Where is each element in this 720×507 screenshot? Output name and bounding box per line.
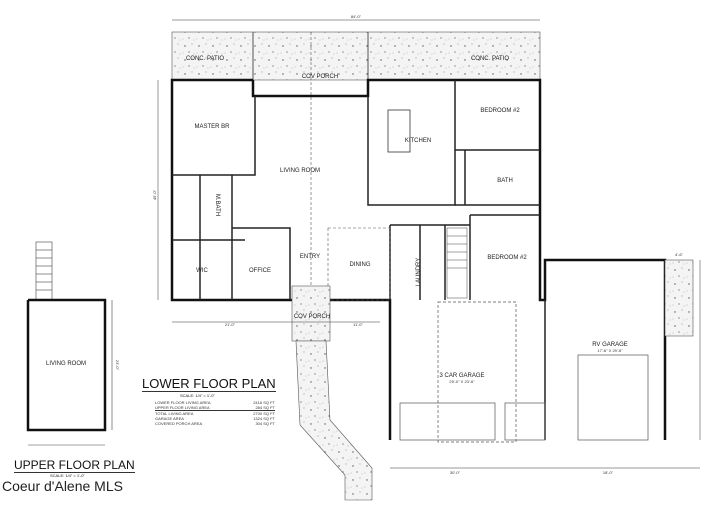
label-cov-porch-rear: COV PORCH [302, 74, 338, 80]
area-label: UPPER FLOOR LIVING AREA [155, 405, 210, 410]
label-laundry: LAUNDRY [416, 258, 422, 287]
area-row: COVERED PORCH AREA 304 SQ FT [155, 421, 275, 426]
label-patio-left: CONC. PATIO [186, 56, 224, 62]
area-value: 1324 SQ FT [253, 416, 275, 421]
entry-segment-label: 11'-0" [353, 322, 363, 327]
label-rv-garage: RV GARAGE [592, 342, 628, 348]
area-value: 304 SQ FT [255, 421, 275, 426]
label-bedroom2: BEDROOM #2 [487, 255, 527, 261]
kitchen-island [387, 109, 411, 153]
lower-floor-plan-title: LOWER FLOOR PLAN [142, 376, 276, 392]
garage3-dimensions: 29'-0" X 23'-6" [449, 379, 475, 384]
area-value: 2416 SQ FT [253, 400, 275, 405]
label-bath: BATH [497, 178, 513, 184]
rv-width-label: 18'-0" [603, 470, 614, 475]
dimension-lines [157, 80, 701, 469]
upper-floor-plan-title: UPPER FLOOR PLAN [14, 458, 135, 473]
lower_plan-dimensions-overall_width: 84'-0" [351, 14, 362, 19]
label-bedroom2-top: BEDROOM #2 [480, 108, 520, 114]
area-label: GARAGE AREA [155, 416, 184, 421]
label-office: OFFICE [249, 268, 271, 274]
porch-width-label: 4'-6" [675, 252, 684, 257]
garage-width-label: 30'-0" [450, 470, 461, 475]
side-porch [664, 259, 694, 337]
area-table: LOWER FLOOR LIVING AREA 2416 SQ FT UPPER … [155, 400, 275, 426]
lower-floor-plan-scale: SCALE: 1/4" = 1'-0" [180, 393, 215, 398]
area-row: LOWER FLOOR LIVING AREA 2416 SQ FT [155, 400, 275, 405]
label-living: LIVING ROOM [280, 168, 320, 174]
mls-watermark: Coeur d'Alene MLS [2, 478, 123, 494]
left-segment-label: 21'-0" [225, 322, 236, 327]
label-kitchen: KITCHEN [405, 138, 431, 144]
rear-patio [171, 31, 541, 81]
front-porch [291, 285, 331, 342]
rv-garage-dimensions: 17'-6" X 29'-6" [597, 348, 623, 353]
label-cov-porch-front: COV PORCH [294, 314, 330, 320]
area-value: 2700 SQ FT [253, 411, 275, 416]
area-row: UPPER FLOOR LIVING AREA 284 SQ FT [155, 405, 275, 410]
label-upper-living: LIVING ROOM [46, 361, 86, 367]
label-patio-right: CONC. PATIO [471, 56, 509, 62]
label-3-car-garage: 3 CAR GARAGE [439, 373, 484, 379]
stairs [446, 227, 468, 299]
area-label: TOTAL LIVING AREA [155, 411, 194, 416]
label-wic: WIC [196, 268, 208, 274]
upper-floor-plan: LIVING ROOM 23'-0" [26, 241, 120, 446]
label-master: MASTER BR [194, 124, 230, 130]
area-row: GARAGE AREA 1324 SQ FT [155, 416, 275, 421]
label-m-bath: M.BATH [214, 194, 220, 216]
label-entry: ENTRY [300, 254, 320, 260]
upper-floor-plan-scale: SCALE: 1/4" = 1'-0" [50, 473, 85, 478]
walkway [295, 340, 373, 501]
garage-doors [399, 301, 649, 443]
overall-depth-label: 45'-0" [152, 189, 157, 200]
area-value: 284 SQ FT [255, 405, 275, 410]
area-row: TOTAL LIVING AREA 2700 SQ FT [155, 410, 275, 416]
area-label: LOWER FLOOR LIVING AREA [155, 400, 211, 405]
label-dining: DINING [350, 262, 371, 268]
overall-width-dimension: 84'-0" [172, 14, 540, 21]
dining-area-outline [327, 227, 391, 301]
area-label: COVERED PORCH AREA [155, 421, 203, 426]
upper-depth-label: 23'-0" [115, 360, 120, 371]
